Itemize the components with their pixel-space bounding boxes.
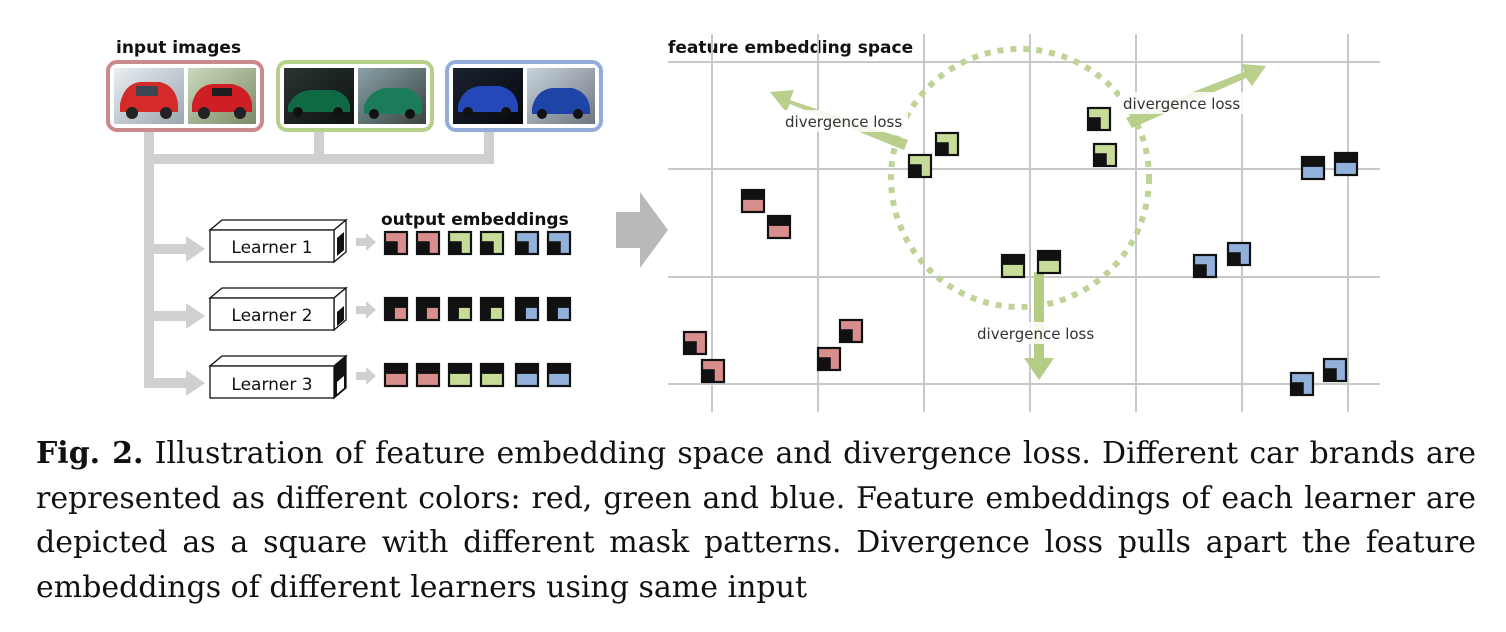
- embedding-point-red: [682, 330, 708, 356]
- learner-3: Learner 3: [208, 354, 348, 400]
- output-embedding-square: [514, 362, 540, 388]
- car-photo-green-2: [358, 68, 426, 124]
- output-embedding-square: [447, 230, 473, 256]
- learner-1-label: Learner 1: [231, 238, 312, 258]
- output-embedding-square: [546, 230, 572, 256]
- input-connectors: [144, 128, 494, 396]
- car-photo-red-2: [188, 68, 256, 124]
- output-embedding-square: [383, 230, 409, 256]
- car-photo-blue-2: [527, 68, 595, 124]
- divergence-loss-label-left: divergence loss: [785, 113, 902, 131]
- learner-3-label: Learner 3: [231, 375, 312, 395]
- embedding-point-green: [1036, 249, 1062, 275]
- learner-2-label: Learner 2: [231, 306, 312, 326]
- divergence-circle: [888, 46, 1152, 310]
- output-embedding-square: [447, 362, 473, 388]
- output-embedding-square: [546, 362, 572, 388]
- output-embedding-square: [415, 362, 441, 388]
- embedding-point-green: [1092, 142, 1118, 168]
- figure-caption: Fig. 2. Illustration of feature embeddin…: [36, 432, 1476, 610]
- output-embedding-square: [415, 230, 441, 256]
- learner-1: Learner 1: [208, 218, 348, 264]
- embedding-point-red: [838, 318, 864, 344]
- output-embeddings: [383, 230, 572, 388]
- figure-illustration: input images: [106, 34, 1380, 412]
- output-embedding-square: [546, 296, 572, 322]
- learner-output-arrows: [356, 233, 376, 385]
- embedding-point-green: [907, 153, 933, 179]
- embedding-point-green: [1086, 106, 1112, 132]
- output-embedding-square: [514, 296, 540, 322]
- embedding-point-blue: [1322, 357, 1348, 383]
- embedding-point-blue: [1333, 151, 1359, 177]
- learner-2: Learner 2: [208, 286, 348, 332]
- output-embedding-square: [479, 296, 505, 322]
- output-embedding-square: [479, 362, 505, 388]
- feature-space-embeddings: [682, 106, 1359, 397]
- output-embeddings-label: output embeddings: [381, 210, 569, 230]
- to-feature-space-arrow: [616, 192, 668, 268]
- output-embedding-square: [383, 362, 409, 388]
- image-group-red: [106, 60, 264, 132]
- car-photo-green-1: [284, 68, 354, 124]
- embedding-point-green: [1000, 253, 1026, 279]
- embedding-point-blue: [1300, 155, 1326, 181]
- divergence-loss-label-right: divergence loss: [1123, 95, 1240, 113]
- caption-text: Illustration of feature embedding space …: [36, 436, 1477, 605]
- embedding-point-red: [740, 188, 766, 214]
- image-group-blue: [445, 60, 603, 132]
- output-embedding-square: [479, 230, 505, 256]
- feature-space-label: feature embedding space: [668, 38, 913, 58]
- car-photo-blue-1: [453, 68, 523, 124]
- output-embedding-square: [415, 296, 441, 322]
- input-images-label: input images: [116, 38, 241, 58]
- embedding-point-red: [766, 214, 792, 240]
- embedding-point-blue: [1192, 253, 1218, 279]
- embedding-point-blue: [1226, 241, 1252, 267]
- divergence-loss-label-bottom: divergence loss: [977, 325, 1094, 343]
- caption-label: Fig. 2.: [36, 436, 144, 471]
- embedding-point-red: [816, 346, 842, 372]
- embedding-point-blue: [1289, 371, 1315, 397]
- output-embedding-square: [514, 230, 540, 256]
- output-embedding-square: [383, 296, 409, 322]
- embedding-point-red: [700, 358, 726, 384]
- image-group-green: [276, 60, 434, 132]
- embedding-point-green: [934, 131, 960, 157]
- output-embedding-square: [447, 296, 473, 322]
- car-photo-red-1: [114, 68, 184, 124]
